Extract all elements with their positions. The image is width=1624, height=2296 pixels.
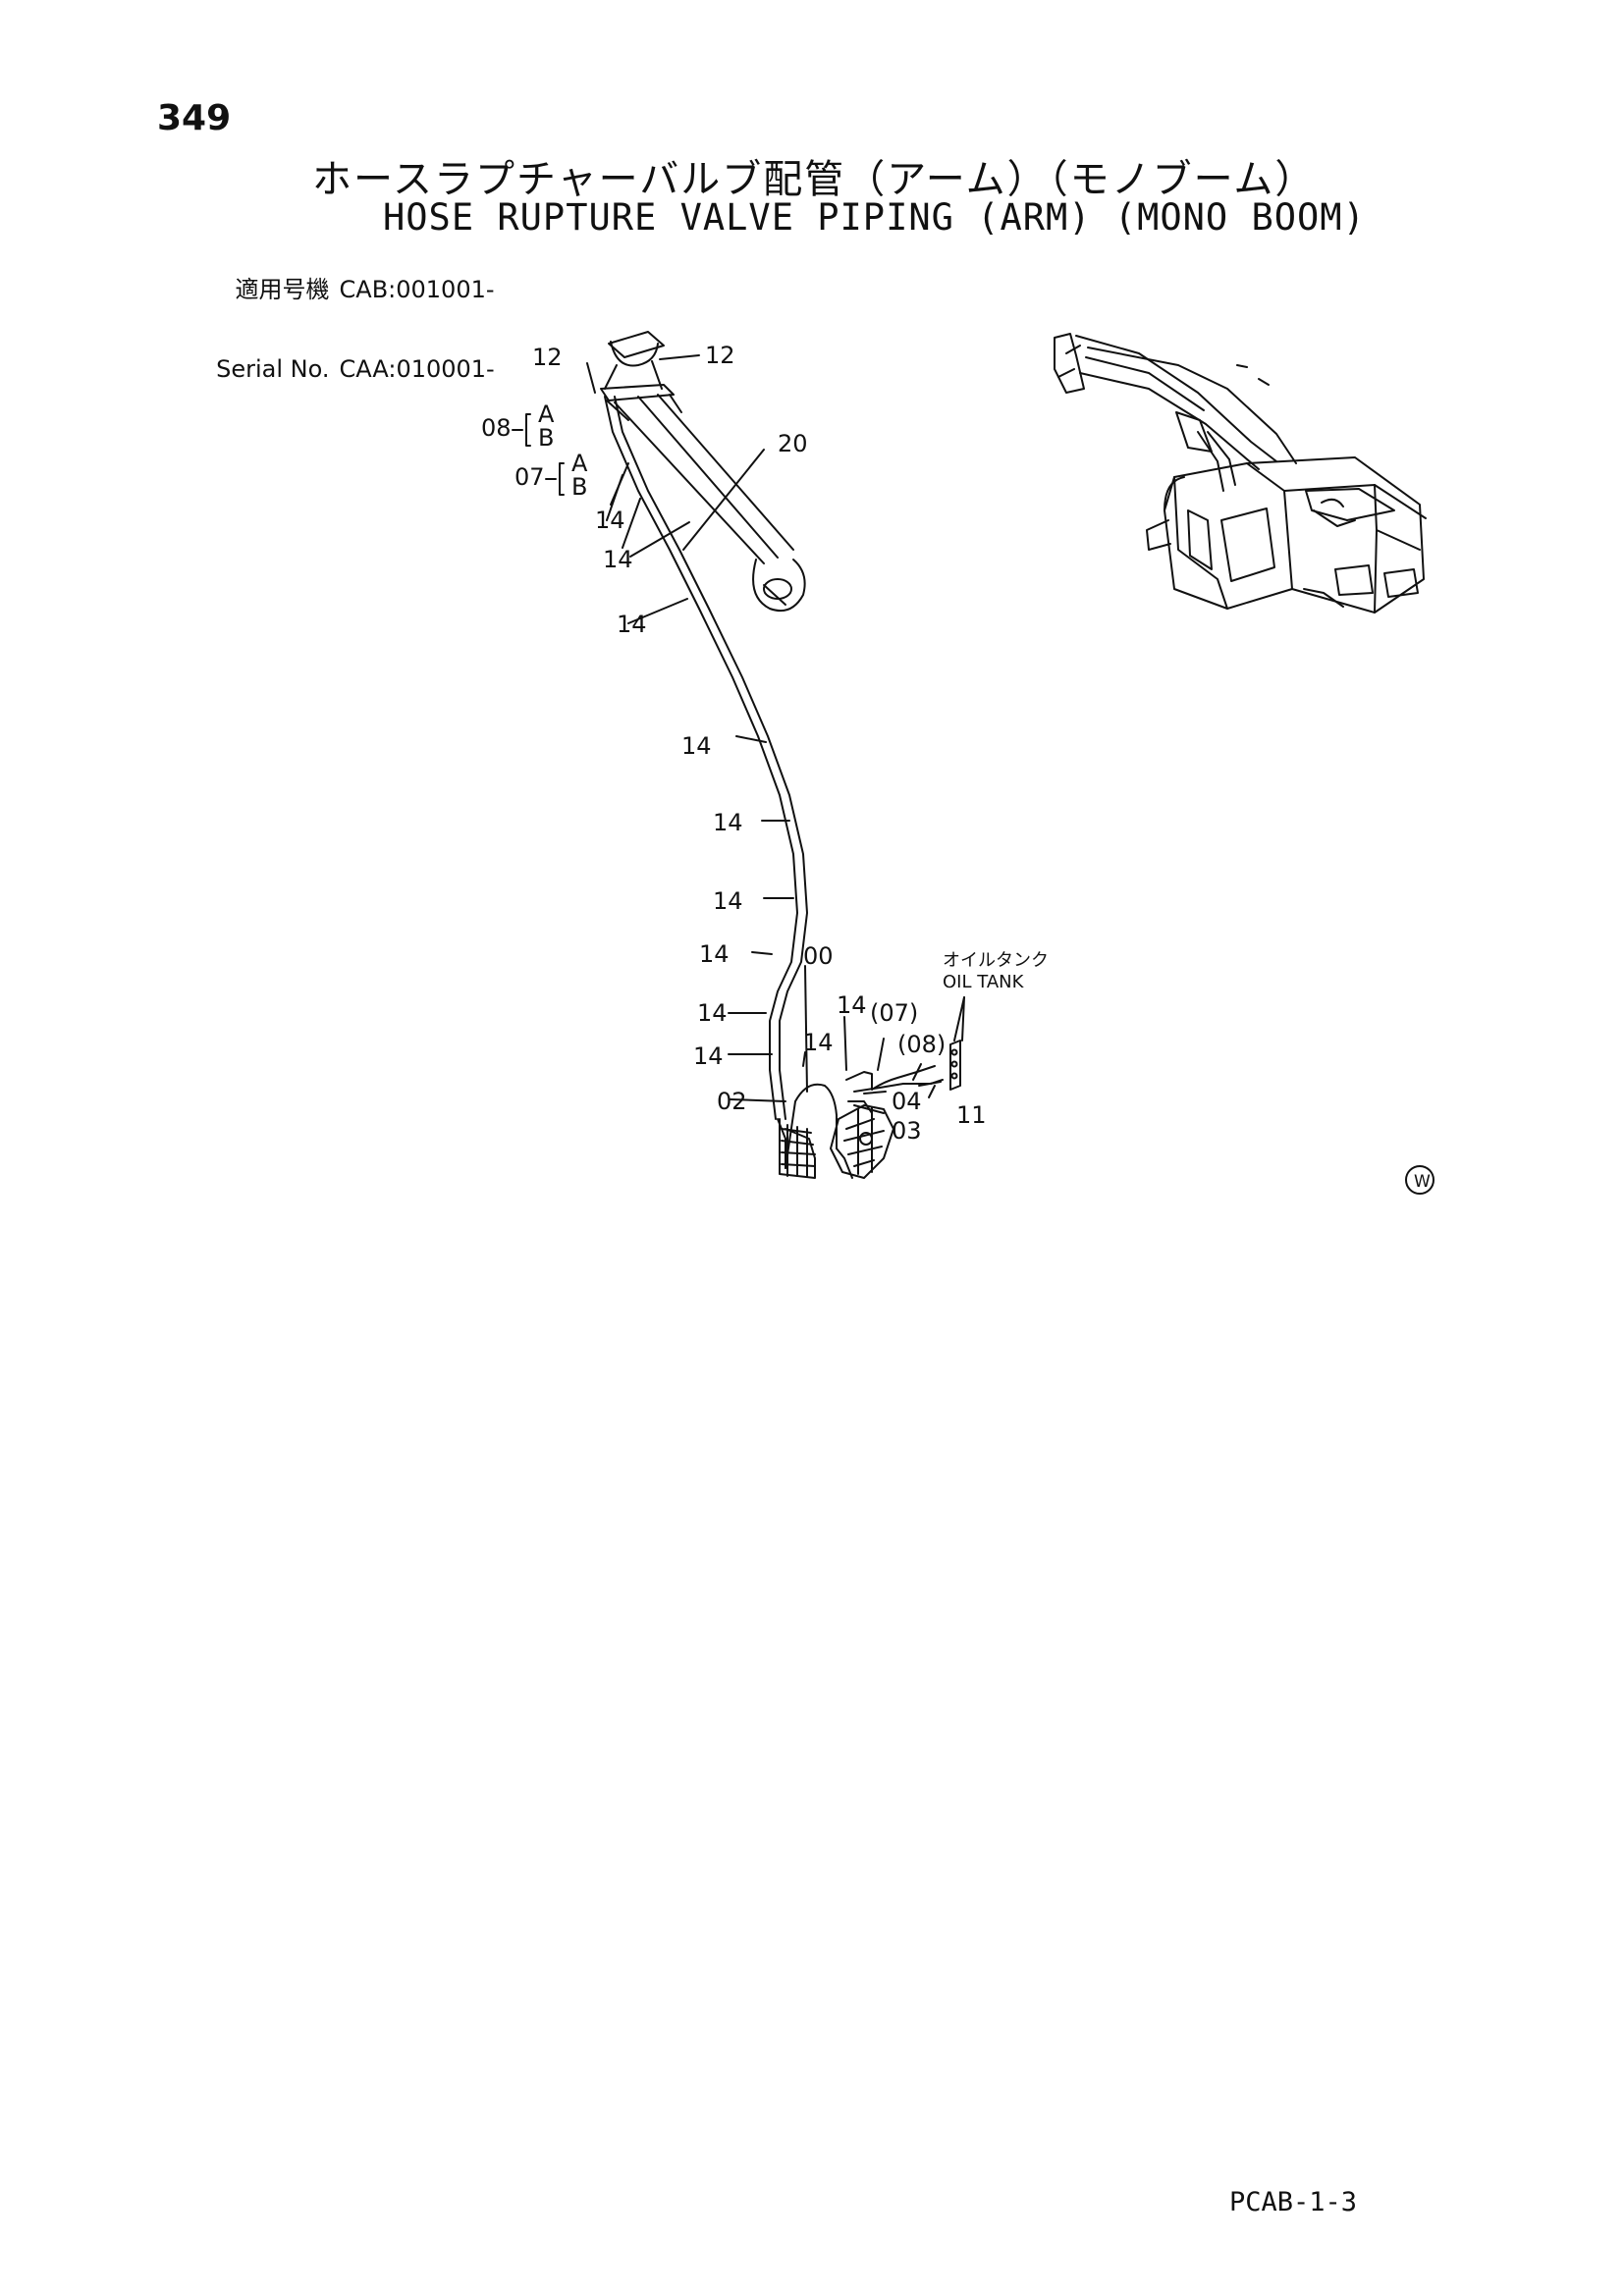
callout-14-3: 14 <box>617 611 647 638</box>
callout-07-paren: (07) <box>870 999 918 1027</box>
callout-02: 02 <box>717 1088 747 1115</box>
serial-label-english: Serial No. <box>216 355 330 383</box>
w-mark-circle <box>1405 1165 1435 1195</box>
callout-14-2: 14 <box>603 546 633 573</box>
callout-14-5: 14 <box>713 809 743 836</box>
valve-assembly-drawing <box>779 1104 894 1179</box>
callout-14-6: 14 <box>713 887 743 915</box>
w-mark-letter: W <box>1414 1172 1431 1192</box>
callout-14-8: 14 <box>697 999 728 1027</box>
callout-03: 03 <box>892 1117 922 1145</box>
callout-00: 00 <box>803 942 834 970</box>
oil-tank-label-japanese: オイルタンク <box>943 950 1049 971</box>
leader-lines <box>586 354 965 1114</box>
hose-run <box>604 396 853 1179</box>
oil-tank-tubes <box>845 1040 961 1114</box>
callout-08-b: B <box>538 424 554 452</box>
page-number: 349 <box>157 98 232 138</box>
callout-14-1: 14 <box>595 507 625 534</box>
callout-20: 20 <box>778 430 808 457</box>
callout-12-left: 12 <box>532 344 563 371</box>
callout-14-10: 14 <box>803 1029 834 1056</box>
callout-11: 11 <box>956 1101 987 1129</box>
serial-value-cab: CAB:001001- <box>339 276 495 303</box>
callout-14-4: 14 <box>681 732 712 760</box>
serial-number-block: 適用号機 CAB:001001- Serial No. CAA:010001- <box>152 250 495 409</box>
callout-08-paren: (08) <box>897 1031 946 1058</box>
arm-cylinder-drawing <box>600 331 806 613</box>
callout-07: 07 <box>514 463 545 491</box>
serial-value-caa: CAA:010001- <box>339 355 495 383</box>
callout-07-b: B <box>571 473 587 501</box>
callout-14-11: 14 <box>837 991 867 1019</box>
page-footer-code: PCAB-1-3 <box>1229 2187 1358 2217</box>
callout-12-right: 12 <box>705 342 735 369</box>
oil-tank-label-english: OIL TANK <box>943 972 1025 992</box>
callout-08: 08 <box>481 414 512 442</box>
serial-label-japanese: 適用号機 <box>235 276 330 303</box>
page-title-japanese: ホースラプチャーバルブ配管（アーム）（モノブーム） <box>312 157 1317 202</box>
callout-07-a: A <box>571 450 588 477</box>
page-title-english: HOSE RUPTURE VALVE PIPING (ARM) (MONO BO… <box>383 196 1366 239</box>
callout-14-7: 14 <box>699 940 730 968</box>
excavator-overview-drawing <box>1054 333 1427 614</box>
callout-08-a: A <box>538 400 555 428</box>
callout-14-9: 14 <box>693 1042 724 1070</box>
callout-brackets <box>512 413 565 496</box>
callout-04: 04 <box>892 1088 922 1115</box>
callout-labels: 12 12 08 A B 07 A B 20 14 14 14 14 14 14… <box>481 342 1431 1192</box>
